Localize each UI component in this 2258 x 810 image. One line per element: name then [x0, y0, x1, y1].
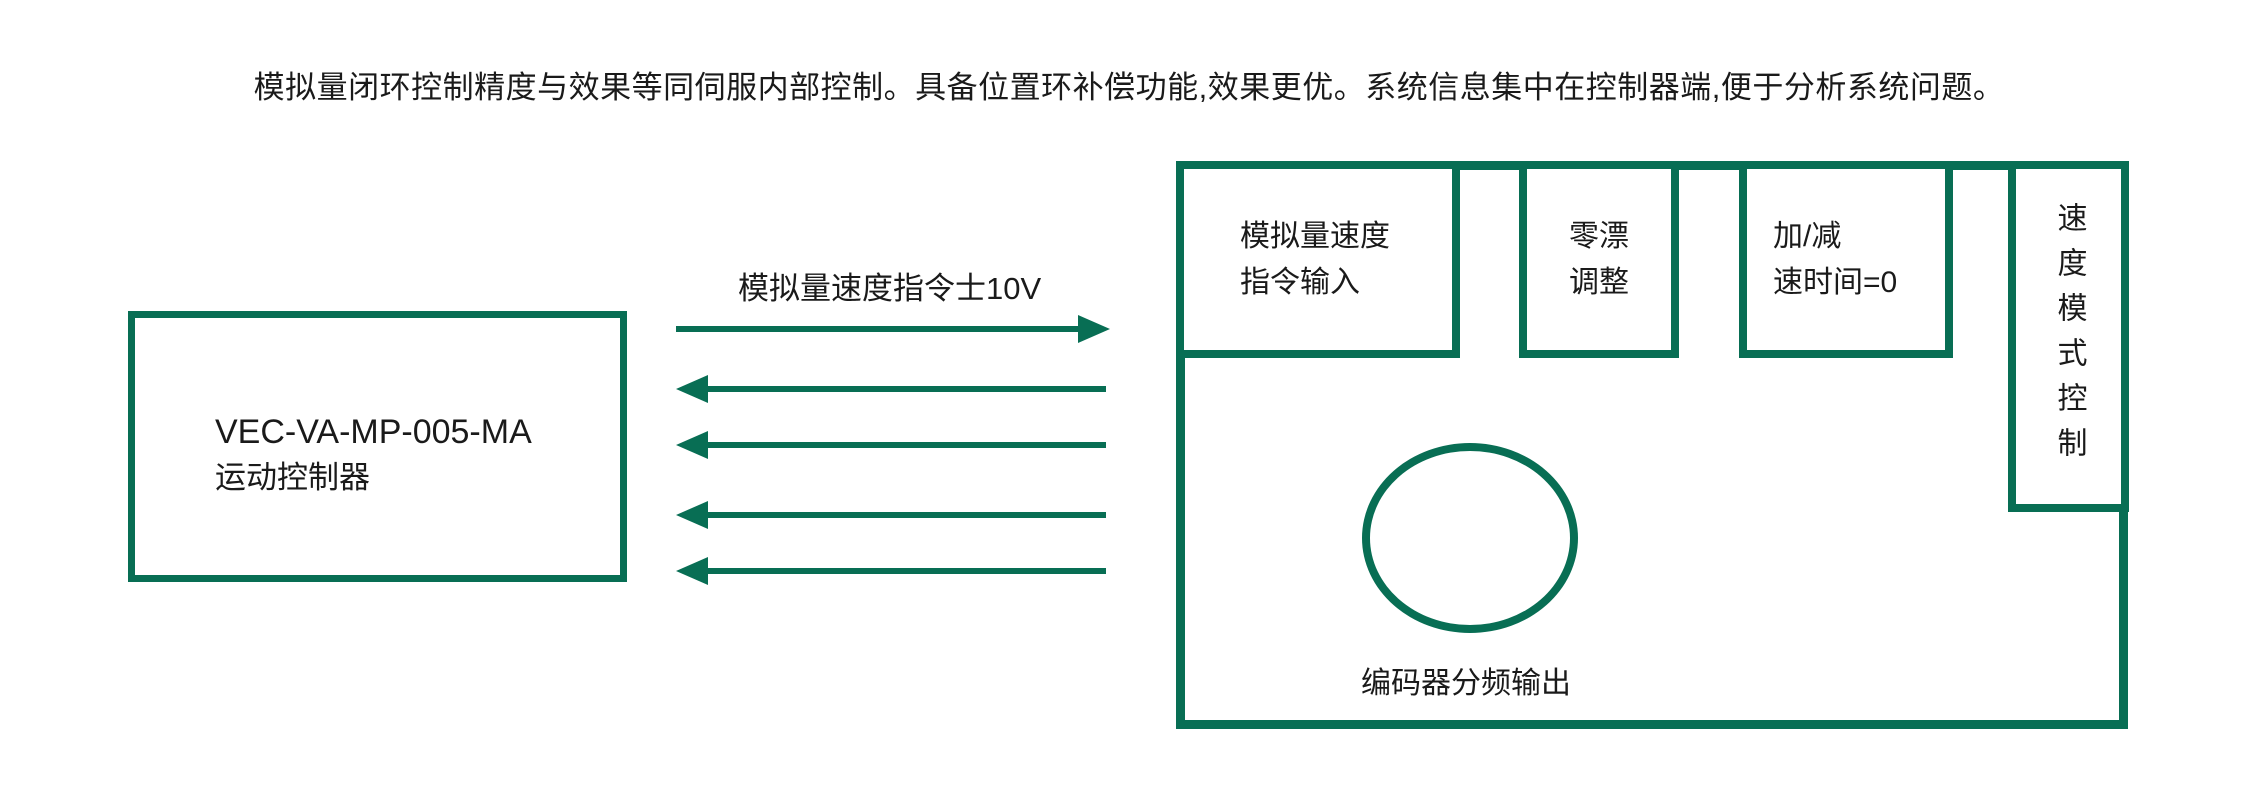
controller-model: VEC-VA-MP-005-MA	[215, 413, 532, 451]
encoder-ellipse	[1362, 443, 1578, 633]
controller-text: VEC-VA-MP-005-MA 运动控制器	[215, 410, 532, 500]
zero-drift-box: 零漂 调整	[1519, 161, 1679, 358]
zero-drift-line2: 调整	[1569, 265, 1629, 299]
feedback-arrow-left-4	[676, 557, 1106, 585]
signal-label: 模拟量速度指令士10V	[738, 271, 1042, 306]
encoder-output-label: 编码器分频输出	[1361, 667, 1571, 700]
accel-decel-box: 加/减 速时间=0	[1739, 161, 1953, 358]
feedback-arrow-left-2	[676, 431, 1106, 459]
diagram-description: 模拟量闭环控制精度与效果等同伺服内部控制。具备位置环补偿功能,效果更优。系统信息…	[253, 70, 2005, 105]
feedback-arrow-left-3	[676, 501, 1106, 529]
analog-input-line1: 模拟量速度	[1240, 219, 1390, 253]
accel-decel-line1: 加/减	[1773, 219, 1842, 253]
controller-box: VEC-VA-MP-005-MA 运动控制器	[128, 311, 627, 582]
speed-mode-box: 速度模式控制	[2008, 161, 2129, 512]
speed-mode-text: 速度模式控制	[2052, 201, 2086, 472]
analog-input-text: 模拟量速度 指令输入	[1184, 214, 1452, 306]
zero-drift-line1: 零漂	[1569, 219, 1629, 253]
analog-input-line2: 指令输入	[1240, 265, 1360, 299]
accel-decel-text: 加/减 速时间=0	[1747, 214, 1945, 306]
zero-drift-text: 零漂 调整	[1527, 214, 1671, 306]
analog-input-box: 模拟量速度 指令输入	[1176, 161, 1460, 358]
accel-decel-line2: 速时间=0	[1773, 265, 1898, 299]
feedback-arrow-left-1	[676, 375, 1106, 403]
signal-arrow-right	[676, 315, 1110, 343]
controller-name: 运动控制器	[215, 460, 370, 495]
